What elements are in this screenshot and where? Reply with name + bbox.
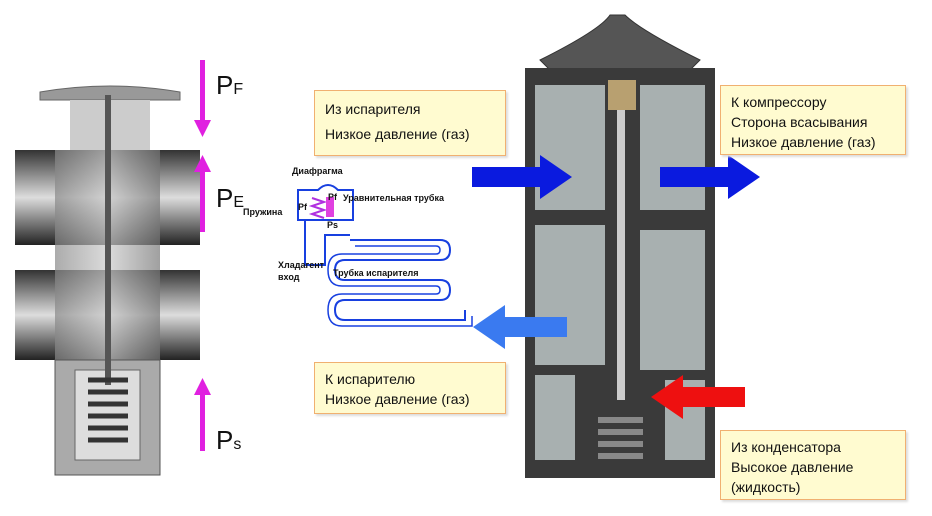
box-line: (жидкость) — [731, 479, 801, 495]
arrow-from-condenser — [651, 375, 745, 419]
label-diaphragm: Диафрагма — [292, 166, 343, 176]
label-ps: Ps — [327, 220, 339, 230]
box-line: Из испарителя — [325, 101, 421, 117]
label-refrigerant-1: Хладагент — [278, 260, 325, 270]
valve-schematic-left — [15, 85, 200, 476]
mini-schematic — [297, 184, 473, 327]
pressure-label-pf: PF — [216, 70, 244, 100]
label-refrigerant-2: вход — [278, 272, 300, 282]
box-line: К испарителю — [325, 371, 416, 387]
label-evaporator-tube: Трубка испарителя — [333, 268, 419, 278]
pressure-arrows — [194, 60, 211, 451]
box-line: Низкое давление (газ) — [731, 134, 876, 150]
box-from-evaporator: Из испарителя Низкое давление (газ) — [314, 90, 506, 156]
valve-photo-cutaway — [525, 14, 715, 478]
label-pf-1: Pf — [298, 202, 307, 212]
arrow-to-compressor — [660, 155, 760, 199]
box-line: Низкое давление (газ) — [325, 391, 470, 407]
box-line: Низкое давление (газ) — [325, 126, 470, 142]
box-line: К компрессору — [731, 94, 827, 110]
box-line: Из конденсатора — [731, 439, 841, 455]
box-line: Высокое давление — [731, 459, 854, 475]
pressure-label-pe: PE — [216, 183, 245, 213]
box-line: Сторона всасывания — [731, 114, 868, 130]
box-from-condenser: Из конденсатора Высокое давление (жидкос… — [720, 430, 906, 500]
label-pf-2: Pf — [328, 192, 337, 202]
arrow-from-evaporator — [472, 155, 572, 199]
arrow-to-evaporator — [473, 305, 567, 349]
arrow-up-pe — [194, 155, 211, 172]
label-spring: Пружина — [243, 207, 283, 217]
pressure-label-ps: Ps — [216, 425, 242, 455]
box-to-compressor: К компрессору Сторона всасывания Низкое … — [720, 85, 906, 155]
label-equalizer: Уравнительная трубка — [343, 193, 444, 203]
box-to-evaporator: К испарителю Низкое давление (газ) — [314, 362, 506, 414]
